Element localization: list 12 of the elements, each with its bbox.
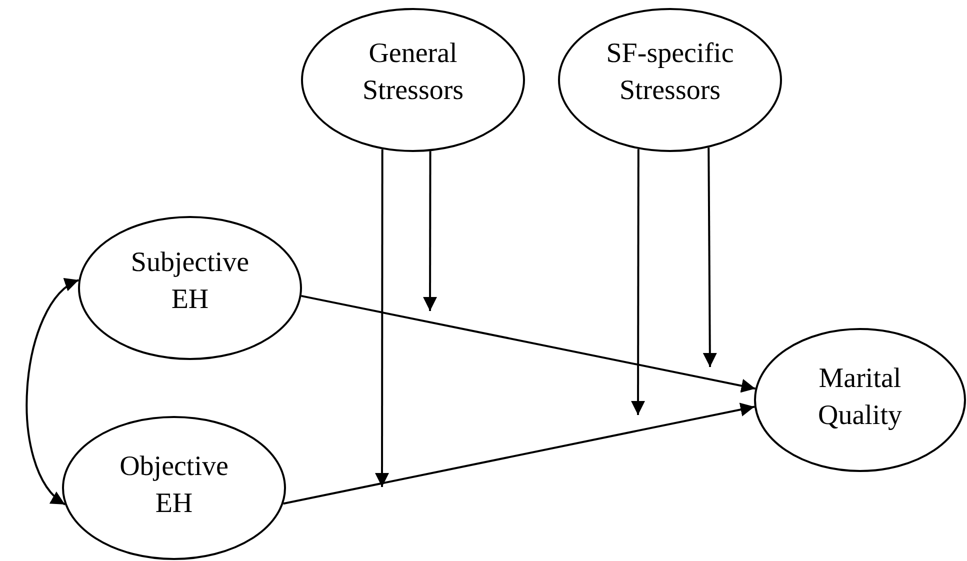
arrow — [301, 294, 756, 393]
arrow — [375, 149, 390, 487]
arrow — [702, 148, 717, 367]
node-label: SF-specific Stressors — [605, 37, 735, 108]
node-label: General Stressors — [361, 37, 465, 108]
node-label: Objective EH — [118, 450, 230, 521]
node-label: Marital Quality — [817, 362, 903, 433]
arrow — [26, 279, 80, 506]
node-label: Subjective EH — [130, 246, 250, 317]
arrow — [423, 151, 438, 311]
arrow — [631, 149, 646, 415]
arrow — [283, 402, 755, 505]
